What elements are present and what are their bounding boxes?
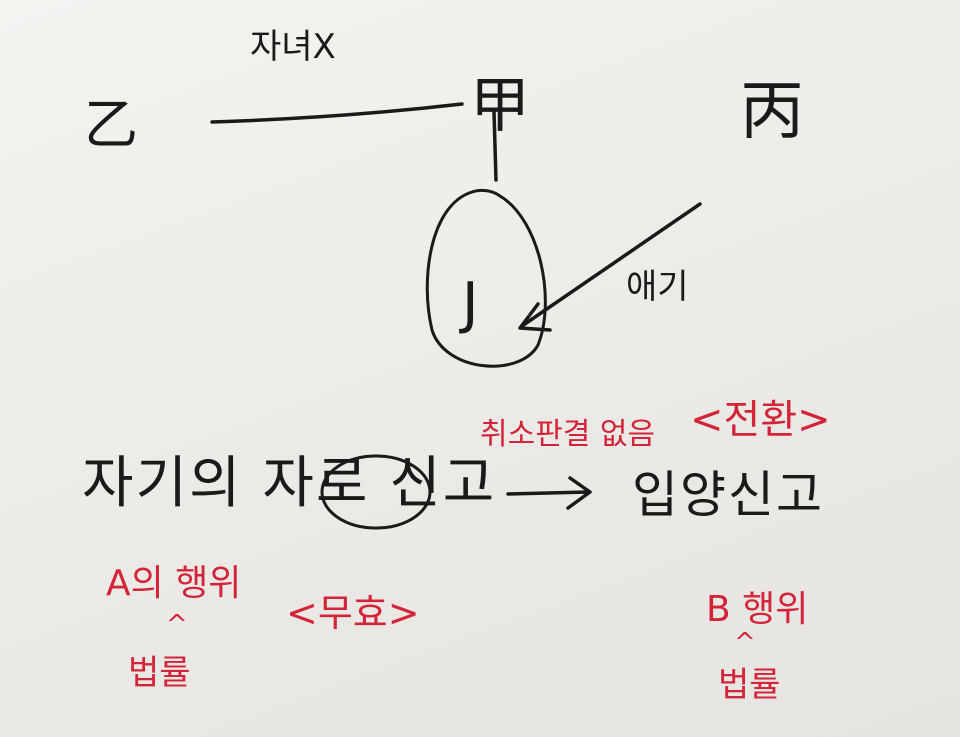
legal-a-label: 법률 xyxy=(128,653,191,693)
arrowhead-byeong-j xyxy=(518,302,552,332)
arrowhead-report-adoption xyxy=(566,476,592,510)
b-act-label: B 행위 xyxy=(706,589,809,630)
line-gap-stem xyxy=(492,110,498,182)
self-child-report-label: 자기의 자로 신고 xyxy=(82,451,497,516)
conversion-label: <전환> xyxy=(690,397,831,443)
invalid-label: <무효> xyxy=(286,591,420,635)
circle-around-report xyxy=(320,454,432,530)
oval-around-j xyxy=(425,188,547,368)
caret-a: ^ xyxy=(166,610,188,640)
adoption-report-label: 입양신고 xyxy=(632,466,824,524)
edge-label-baby: 애기 xyxy=(626,267,689,307)
a-act-label: A의 행위 xyxy=(106,563,242,604)
node-eul: 乙 xyxy=(84,93,138,156)
legal-b-label: 법률 xyxy=(718,665,781,705)
caret-b: ^ xyxy=(734,628,756,658)
node-byeong: 丙 xyxy=(740,75,804,149)
node-j: J xyxy=(462,271,479,336)
edge-label-no-child: 자녀X xyxy=(250,27,336,67)
arrow-report-adoption xyxy=(506,490,590,496)
arrow-byeong-j xyxy=(520,202,702,328)
line-eul-gap xyxy=(210,102,464,124)
invalidity-action-label: 취소판결 없음 xyxy=(480,417,656,452)
node-gap: 甲 xyxy=(470,71,530,141)
